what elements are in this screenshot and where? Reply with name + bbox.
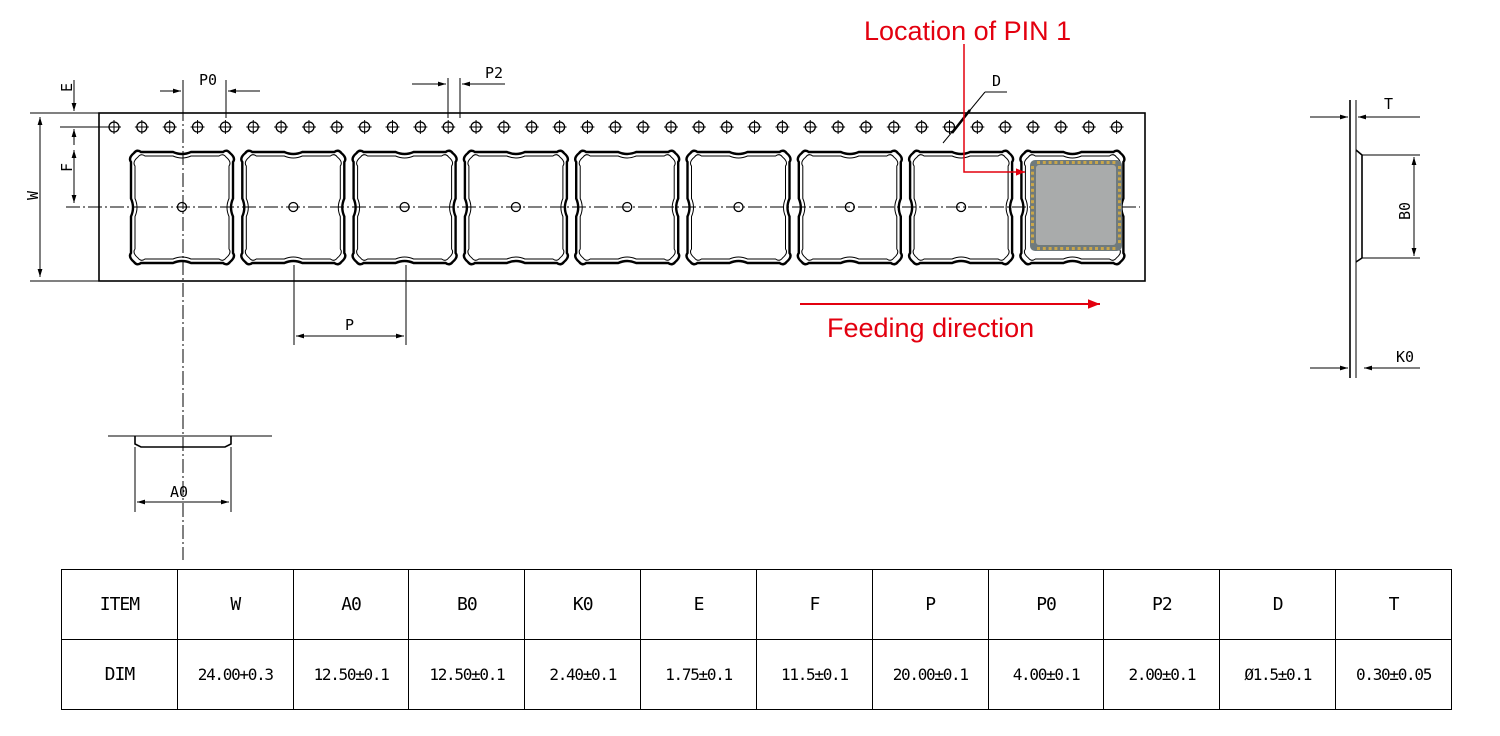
- sprocket-hole: [162, 120, 177, 134]
- sprocket-hole: [441, 120, 456, 134]
- pocket: [1019, 149, 1126, 266]
- side-view: T B0 K0: [1310, 95, 1420, 378]
- table-cell: P: [871, 569, 989, 640]
- sprocket-hole: [886, 120, 901, 134]
- sprocket-hole: [413, 120, 428, 134]
- table-cell: 2.40±0.1: [524, 639, 642, 710]
- label-a0: A0: [170, 483, 188, 501]
- module-chip: [1030, 160, 1122, 251]
- sprocket-hole-row: [107, 120, 1124, 134]
- dimension-table: ITEM W A0 B0 K0 E F P P0 P2 D T DIM 24.0…: [61, 569, 1452, 710]
- dim-e: E: [58, 80, 110, 145]
- feed-label: Feeding direction: [827, 313, 1034, 343]
- table-cell: B0: [408, 569, 526, 640]
- dim-d: D: [942, 72, 1007, 144]
- sprocket-hole: [803, 120, 818, 134]
- pocket-row: [128, 149, 1126, 266]
- label-w: W: [24, 190, 42, 200]
- label-k0: K0: [1396, 348, 1414, 366]
- table-cell: DIM: [61, 639, 178, 710]
- dim-f: F: [58, 150, 77, 203]
- pocket: [907, 149, 1015, 266]
- tape-drawing: W E F P0 P2 D P: [24, 16, 1420, 560]
- label-p0: P0: [199, 71, 217, 89]
- dim-w: W: [24, 112, 99, 282]
- sprocket-hole: [552, 120, 567, 134]
- sprocket-hole: [914, 120, 929, 134]
- table-cell: 0.30±0.05: [1335, 639, 1452, 710]
- table-cell: 2.00±0.1: [1103, 639, 1221, 710]
- table-cell: 1.75±0.1: [640, 639, 757, 710]
- sprocket-hole: [496, 120, 511, 134]
- sprocket-hole: [942, 120, 957, 134]
- table-cell: 4.00±0.1: [987, 639, 1105, 710]
- table-cell: P0: [987, 569, 1105, 640]
- table-cell: K0: [524, 569, 642, 640]
- label-d: D: [992, 72, 1001, 90]
- dim-p: P: [293, 265, 407, 345]
- sprocket-hole: [385, 120, 400, 134]
- sprocket-hole: [329, 120, 344, 134]
- table-cell: F: [755, 569, 873, 640]
- sprocket-hole: [1053, 120, 1068, 134]
- label-p2: P2: [485, 64, 503, 82]
- label-b0: B0: [1396, 202, 1414, 220]
- a0-section: A0: [108, 435, 272, 512]
- sprocket-hole: [357, 120, 372, 134]
- sprocket-hole: [608, 120, 623, 134]
- carrier-tape-outline: [98, 112, 1146, 282]
- sprocket-hole: [664, 120, 678, 134]
- label-t: T: [1384, 95, 1393, 113]
- label-p: P: [345, 316, 354, 334]
- sprocket-hole: [998, 120, 1013, 134]
- sprocket-hole: [858, 120, 873, 134]
- sprocket-hole: [190, 120, 205, 134]
- table-cell: ITEM: [61, 569, 178, 640]
- sprocket-hole: [134, 120, 149, 134]
- table-cell: 12.50±0.1: [408, 639, 526, 710]
- sprocket-hole: [580, 120, 595, 134]
- dim-p2: P2: [412, 64, 505, 118]
- sprocket-hole: [246, 120, 261, 134]
- sprocket-hole: [747, 120, 762, 134]
- table-cell: P2: [1103, 569, 1221, 640]
- sprocket-hole: [469, 120, 484, 134]
- table-cell: D: [1219, 569, 1337, 640]
- label-e: E: [58, 83, 76, 92]
- table-cell: Ø1.5±0.1: [1219, 639, 1337, 710]
- pocket: [128, 149, 236, 266]
- sprocket-hole: [775, 120, 790, 134]
- table-cell: 11.5±0.1: [755, 639, 873, 710]
- table-cell: 20.00±0.1: [871, 639, 989, 710]
- feed-annotation: Feeding direction: [800, 299, 1100, 343]
- table-cell: T: [1335, 569, 1452, 640]
- sprocket-hole: [831, 120, 846, 134]
- sprocket-hole: [636, 120, 651, 134]
- sprocket-hole: [1109, 120, 1124, 134]
- sprocket-hole: [719, 120, 734, 134]
- pin1-annotation: Location of PIN 1: [864, 16, 1071, 176]
- sprocket-hole: [218, 120, 233, 134]
- sprocket-hole: [274, 120, 289, 134]
- pocket: [796, 149, 903, 266]
- table-cell: 24.00+0.3: [176, 639, 294, 710]
- pin1-label: Location of PIN 1: [864, 16, 1071, 46]
- sprocket-hole: [301, 120, 316, 134]
- sprocket-hole: [1026, 120, 1041, 134]
- table-cell: A0: [292, 569, 410, 640]
- sprocket-hole: [524, 120, 539, 134]
- table-value-row: DIM 24.00+0.3 12.50±0.1 12.50±0.1 2.40±0…: [61, 639, 1452, 710]
- label-f: F: [58, 163, 76, 172]
- dim-p0: P0: [160, 71, 260, 118]
- table-cell: W: [176, 569, 294, 640]
- sprocket-hole: [691, 120, 706, 134]
- sprocket-hole: [1081, 120, 1096, 134]
- table-cell: E: [640, 569, 757, 640]
- table-header-row: ITEM W A0 B0 K0 E F P P0 P2 D T: [61, 569, 1452, 640]
- table-cell: 12.50±0.1: [292, 639, 410, 710]
- sprocket-hole: [970, 120, 985, 134]
